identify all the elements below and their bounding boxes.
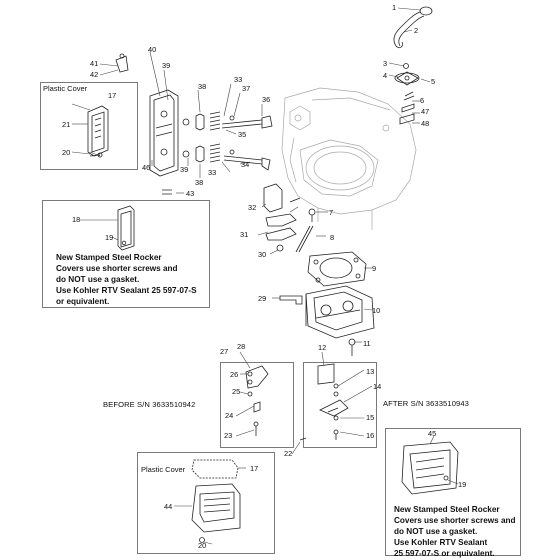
part-label-1: 1 — [392, 3, 396, 12]
bracket-29 — [279, 295, 303, 305]
part-label-17: 17 — [108, 91, 116, 100]
note-line: Use Kohler RTV Sealant 25 597-07-S — [56, 286, 197, 295]
part-label-7: 7 — [329, 208, 333, 217]
part-label-23: 23 — [224, 431, 232, 440]
part-labels: 1234567891011121314151617171819192020212… — [62, 3, 466, 550]
part-label-3: 3 — [383, 59, 387, 68]
head-side-plate — [149, 89, 190, 177]
after-sn-box — [303, 362, 377, 448]
part-label-45: 45 — [428, 429, 436, 438]
note-line: or equivalent. — [56, 297, 110, 306]
before-serial-label: BEFORE S/N 3633510942 — [103, 400, 196, 409]
part-label-6: 6 — [420, 96, 424, 105]
screw-41 — [115, 53, 129, 73]
part-label-30: 30 — [258, 250, 266, 259]
part-label-34: 34 — [241, 160, 249, 169]
part-label-9: 9 — [372, 264, 376, 273]
stamped-cover-right — [401, 441, 459, 495]
part-label-39: 39 — [162, 61, 170, 70]
part-label-11: 11 — [363, 339, 371, 348]
rocker-parts — [263, 183, 301, 252]
note-line: do NOT use a gasket. — [56, 275, 140, 284]
part-label-48: 48 — [421, 119, 429, 128]
note-line: 25 597-07-S or equivalent. — [394, 549, 495, 558]
part-label-21: 21 — [62, 120, 70, 129]
part-label-29: 29 — [258, 294, 266, 303]
screw-22 — [299, 437, 307, 441]
part-label-5: 5 — [431, 77, 435, 86]
note-line: do NOT use a gasket. — [394, 527, 478, 536]
rocker-after — [317, 363, 349, 440]
part-label-19: 19 — [105, 233, 113, 242]
note-line: New Stamped Steel Rocker — [394, 505, 500, 514]
leader-lines — [71, 7, 459, 545]
part-label-42: 42 — [90, 70, 98, 79]
note-line: Covers use shorter screws and — [394, 516, 516, 525]
valve-cover-plastic — [87, 105, 109, 158]
part-label-22: 22 — [284, 449, 292, 458]
after-serial-label: AFTER S/N 3633510943 — [383, 399, 470, 408]
plastic-cover-bottom-parts — [191, 459, 241, 543]
valve-train — [195, 111, 273, 171]
push-rod — [295, 208, 316, 253]
part-label-44: 44 — [164, 502, 172, 511]
part-label-19: 19 — [458, 480, 466, 489]
part-label-27: 27 — [220, 347, 228, 356]
part-label-17: 17 — [250, 464, 258, 473]
part-label-39: 39 — [180, 165, 188, 174]
stamped-cover-left — [117, 205, 135, 251]
before-sn-box — [220, 362, 294, 448]
bolt-11 — [348, 338, 356, 356]
part-label-43: 43 — [186, 189, 194, 198]
part-label-31: 31 — [240, 230, 248, 239]
part-label-4: 4 — [383, 71, 387, 80]
part-label-35: 35 — [238, 130, 246, 139]
breather-small-parts — [399, 91, 415, 125]
note-line: Use Kohler RTV Sealant — [394, 538, 488, 547]
part-label-32: 32 — [248, 203, 256, 212]
part-label-20: 20 — [198, 541, 206, 550]
part-label-14: 14 — [373, 382, 381, 391]
stamped-rocker-right-box — [385, 428, 521, 556]
part-label-26: 26 — [230, 370, 238, 379]
note-line: Covers use shorter screws and — [56, 264, 178, 273]
cylinder-head — [305, 285, 375, 339]
part-label-25: 25 — [232, 387, 240, 396]
part-label-13: 13 — [366, 367, 374, 376]
part-label-2: 2 — [414, 26, 418, 35]
part-label-36: 36 — [262, 95, 270, 104]
part-label-12: 12 — [318, 343, 326, 352]
part-label-40: 40 — [148, 45, 156, 54]
part-label-24: 24 — [225, 411, 233, 420]
part-label-38: 38 — [195, 178, 203, 187]
plastic-cover-bottom-box — [137, 452, 275, 554]
part-label-10: 10 — [372, 306, 380, 315]
plastic-cover-top-box — [40, 82, 138, 170]
part-label-8: 8 — [330, 233, 334, 242]
plastic-cover-top-title: Plastic Cover — [43, 84, 88, 93]
breather-tube — [393, 6, 433, 49]
pin-43 — [162, 189, 172, 195]
plastic-cover-bottom-title: Plastic Cover — [141, 465, 186, 474]
breather-cover — [394, 63, 420, 86]
head-gasket — [307, 251, 367, 287]
rocker-before — [245, 365, 269, 436]
note-line: New Stamped Steel Rocker — [56, 253, 162, 262]
stamped-rocker-left-box — [42, 200, 210, 308]
part-label-41: 41 — [90, 59, 98, 68]
part-label-20: 20 — [62, 148, 70, 157]
engine-block — [281, 87, 417, 230]
part-label-16: 16 — [366, 431, 374, 440]
part-label-37: 37 — [242, 84, 250, 93]
part-label-47: 47 — [421, 107, 429, 116]
part-label-15: 15 — [366, 413, 374, 422]
part-label-38: 38 — [198, 82, 206, 91]
part-label-33: 33 — [208, 168, 216, 177]
part-label-18: 18 — [72, 215, 80, 224]
part-label-33: 33 — [234, 75, 242, 84]
part-label-46: 46 — [142, 163, 150, 172]
part-label-28: 28 — [237, 342, 245, 351]
